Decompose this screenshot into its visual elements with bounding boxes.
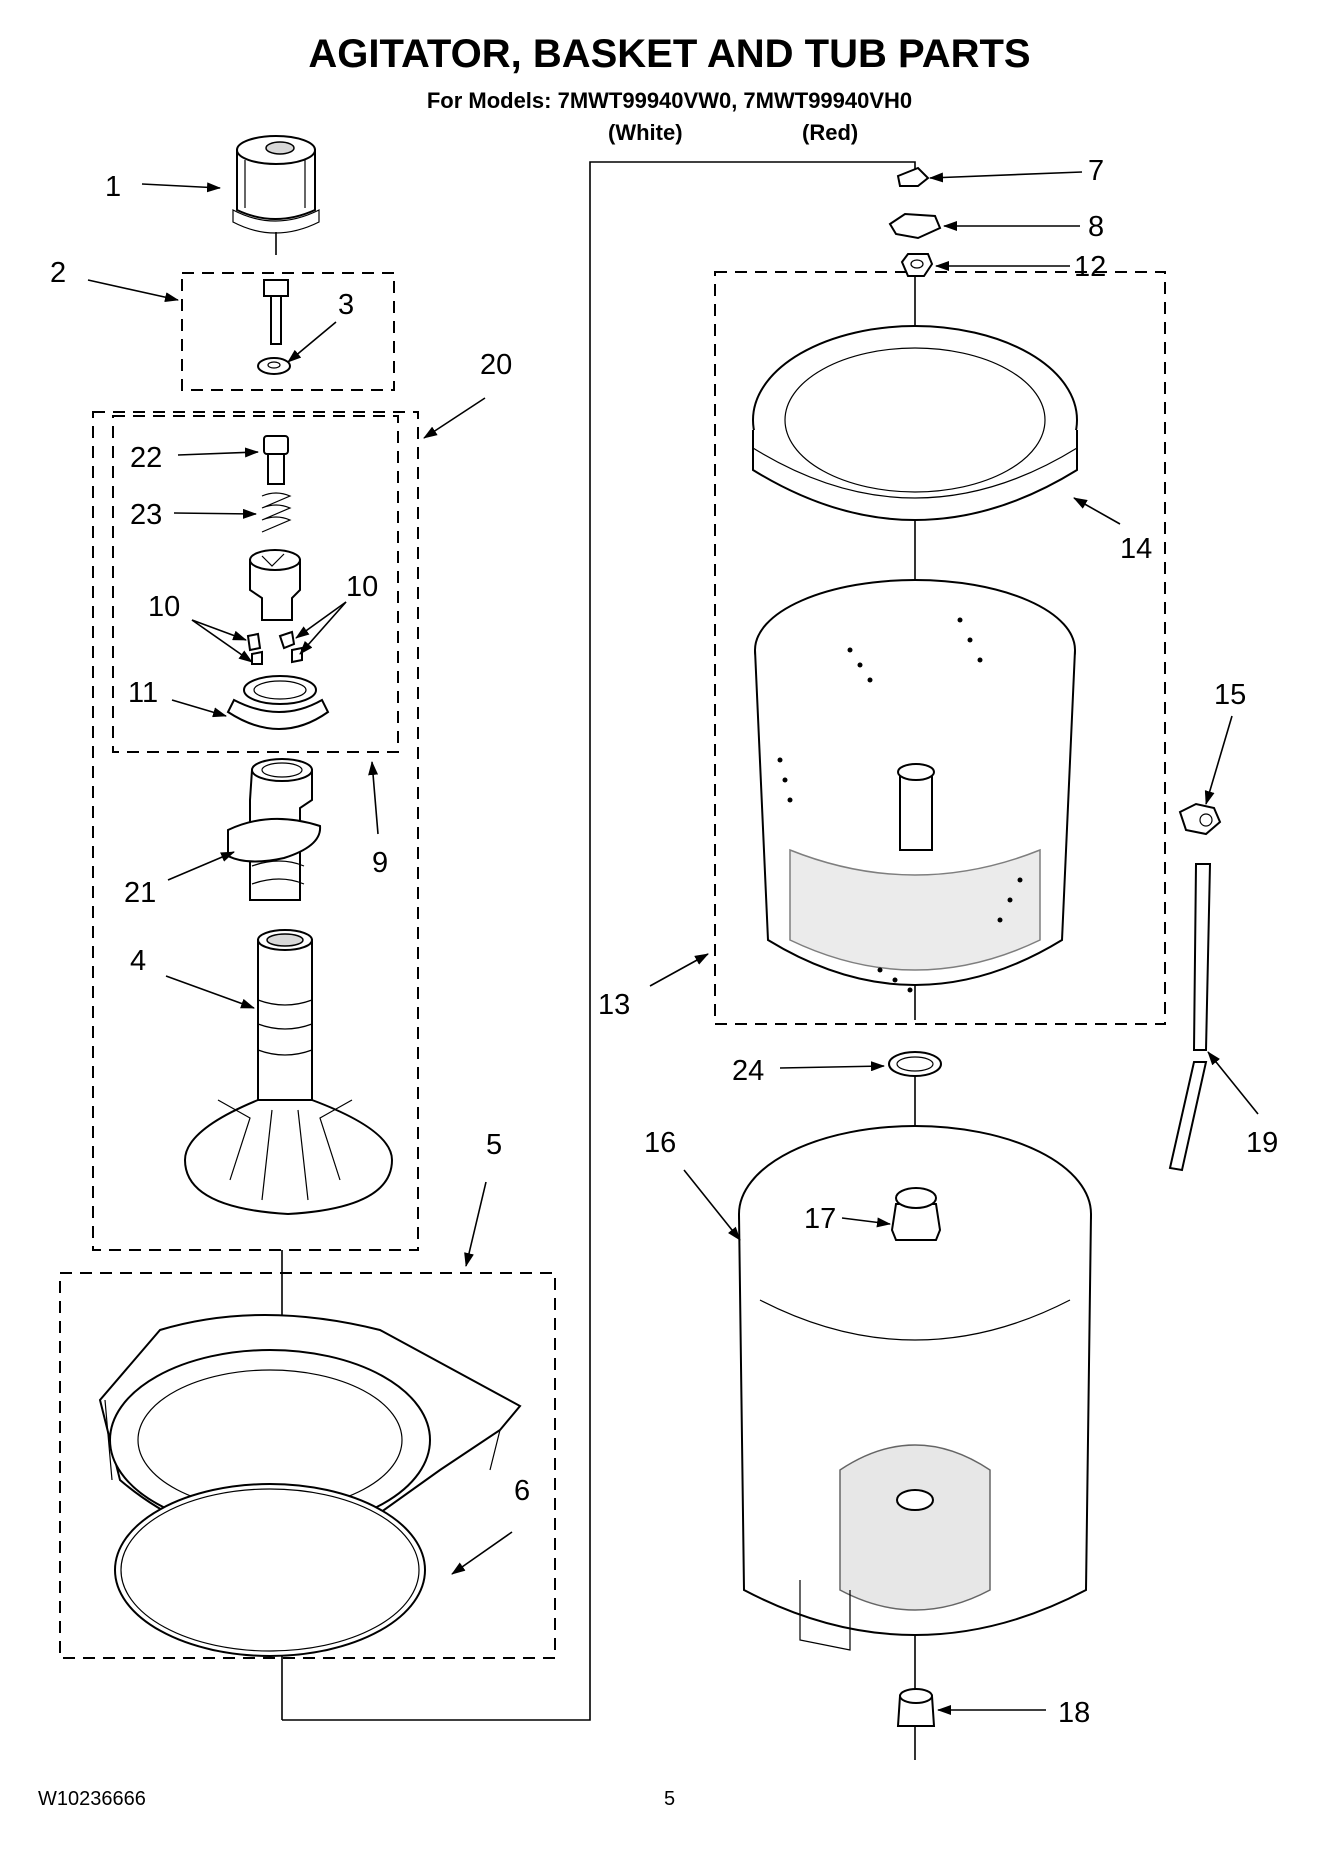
callout-4: 4 bbox=[130, 945, 146, 977]
part-3-washer bbox=[257, 357, 291, 375]
callout-20: 20 bbox=[480, 349, 512, 381]
part-4-agitator-base bbox=[183, 929, 394, 1216]
callout-23: 23 bbox=[130, 499, 162, 531]
callout-18: 18 bbox=[1058, 1697, 1090, 1729]
callout-13: 13 bbox=[598, 989, 630, 1021]
document-number: W10236666 bbox=[38, 1788, 146, 1810]
callout-9: 9 bbox=[372, 847, 388, 879]
variant-white-label: (White) bbox=[608, 120, 683, 145]
part-23-spring bbox=[261, 492, 292, 533]
callout-21: 21 bbox=[124, 877, 156, 909]
part-7-clip bbox=[896, 166, 930, 187]
callout-17: 17 bbox=[804, 1203, 836, 1235]
callout-11: 11 bbox=[128, 677, 158, 709]
white-red-connector bbox=[282, 161, 916, 1721]
callout-8: 8 bbox=[1088, 211, 1104, 243]
callout-16: 16 bbox=[644, 1127, 676, 1159]
callout-2: 2 bbox=[50, 257, 66, 289]
callout-22: 22 bbox=[130, 442, 162, 474]
part-22-pin bbox=[263, 435, 289, 485]
callout-7: 7 bbox=[1088, 155, 1104, 187]
part-17-bearing bbox=[890, 1187, 942, 1241]
part-15-hose-clip bbox=[1178, 802, 1222, 836]
part-10-dogs bbox=[246, 630, 303, 665]
part-6-seal-ring bbox=[114, 1483, 426, 1657]
callout-5: 5 bbox=[486, 1129, 502, 1161]
page-title: AGITATOR, BASKET AND TUB PARTS bbox=[308, 32, 1031, 76]
callout-15: 15 bbox=[1214, 679, 1246, 711]
part-8-nut-retainer bbox=[888, 212, 942, 240]
callout-3: 3 bbox=[338, 289, 354, 321]
part-12-nut bbox=[900, 253, 934, 277]
group-box-20 bbox=[92, 411, 419, 1251]
part-19-hose bbox=[1168, 863, 1212, 1172]
model-subtitle: For Models: 7MWT99940VW0, 7MWT99940VH0 bbox=[426, 88, 913, 113]
group-box-2 bbox=[181, 272, 395, 391]
group-box-5 bbox=[59, 1272, 556, 1659]
callout-6: 6 bbox=[514, 1475, 530, 1507]
callout-19: 19 bbox=[1246, 1127, 1278, 1159]
callout-10-left: 10 bbox=[148, 591, 180, 623]
callout-10-right: 10 bbox=[346, 571, 378, 603]
variant-red-label: (Red) bbox=[802, 120, 859, 145]
part-1-agitator-cap bbox=[232, 135, 320, 234]
callout-arrows bbox=[87, 171, 1259, 1715]
part-24-clamp bbox=[888, 1051, 942, 1077]
callout-labels: 1 2 3 20 22 23 10 10 11 9 21 4 5 6 7 8 1… bbox=[50, 155, 1278, 1729]
part-18-plug bbox=[896, 1688, 936, 1727]
part-9-cam bbox=[249, 549, 301, 621]
part-21-auger bbox=[227, 758, 322, 901]
group-box-9 bbox=[112, 415, 399, 753]
part-14-balance-ring bbox=[752, 325, 1078, 521]
group-box-13 bbox=[714, 271, 1166, 1025]
part-11-retainer bbox=[226, 675, 330, 730]
callout-14: 14 bbox=[1120, 533, 1152, 565]
callout-24: 24 bbox=[732, 1055, 764, 1087]
page-number: 5 bbox=[664, 1788, 676, 1810]
part-2-bolt bbox=[263, 279, 289, 345]
callout-12: 12 bbox=[1074, 251, 1106, 283]
callout-1: 1 bbox=[105, 171, 121, 203]
part-13-basket bbox=[754, 579, 1076, 993]
